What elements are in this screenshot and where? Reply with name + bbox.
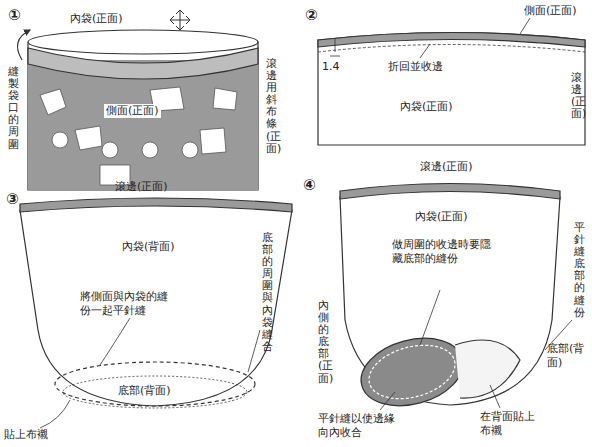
part-label: 平針縫以使邊緣向內收合 [318, 412, 400, 440]
part-label: 將側面與內袋的縫份一起平針縫 [80, 290, 170, 318]
step-number: ① [8, 6, 21, 25]
part-label: 內側的底部(正面) [318, 300, 329, 385]
part-label: 滾邊(正面) [420, 160, 473, 174]
part-label: 內袋(正面) [400, 100, 453, 114]
part-label: 貼上布襯 [4, 428, 48, 442]
part-label: 底部(背面) [547, 342, 589, 370]
part-label: 側面(正面) [524, 4, 577, 18]
step-number: ③ [6, 190, 19, 209]
part-label: 縫製袋口的周圍 [8, 66, 19, 151]
part-label: 內袋(正面) [415, 210, 468, 224]
part-label: 滾邊用斜布條(正面) [266, 58, 277, 155]
part-label: 折回並收邊 [388, 60, 443, 74]
part-label: 平針縫底部的縫份 [574, 222, 585, 319]
part-label: 內袋(背面) [122, 240, 175, 254]
part-label: 側面(正面) [104, 104, 161, 118]
part-label: 底部的周圍與內袋縫合 [262, 232, 273, 353]
part-label: 滾邊(正面) [571, 72, 582, 120]
step-number: ④ [303, 176, 316, 195]
part-label: 做周圍的收邊時要隱藏底部的縫份 [392, 238, 492, 266]
part-label: 1.4 [322, 60, 340, 74]
part-label: 在背面貼上布襯 [480, 410, 544, 438]
part-label: 底部(背面) [118, 384, 171, 398]
step-number: ② [305, 6, 318, 25]
part-label: 內袋(正面) [70, 12, 123, 26]
part-label: 滾邊(正面) [115, 180, 168, 194]
